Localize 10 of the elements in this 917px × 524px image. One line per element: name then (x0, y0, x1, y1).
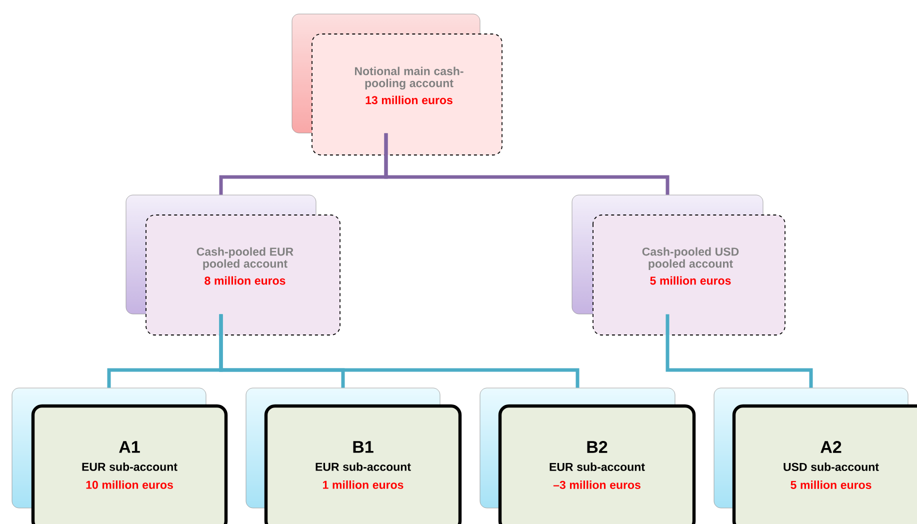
connector-line (666, 314, 813, 388)
account-box: A2 USD sub-account 5 million euros (714, 388, 917, 524)
account-box: Cash-pooled USD pooled account 5 million euros (572, 194, 786, 336)
connector-line (384, 133, 670, 195)
account-box: A1 EUR sub-account 10 million euros (12, 388, 228, 524)
account-box: Cash-pooled EUR pooled account 8 million euros (126, 194, 340, 336)
account-box: Notional main cash-pooling account 13 million euros (292, 14, 502, 156)
account-box: B1 EUR sub-account 1 million euros (246, 388, 462, 524)
connector-line (219, 314, 580, 388)
account-box: B2 EUR sub-account –3 million euros (480, 388, 696, 524)
